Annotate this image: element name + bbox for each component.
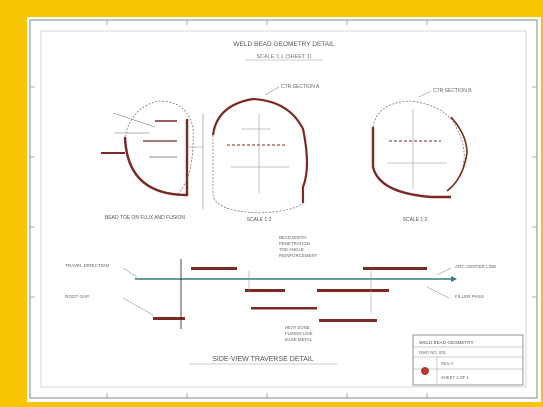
- bottom-title: SIDE-VIEW TRAVERSE DETAIL: [212, 356, 314, 363]
- stack-notes: BEAD WIDTH PENETRATION TOE ANGLE REINFOR…: [279, 235, 318, 258]
- caption-right: SCALE 1:2: [403, 217, 428, 223]
- stack-note: HEAT ZONE: [285, 325, 310, 330]
- zone-ticks: [30, 20, 537, 398]
- right-circle-section: CTR SECTION B: [371, 88, 472, 199]
- title-block-row2: DWG NO. 001: [419, 350, 447, 355]
- company-logo-icon: [421, 367, 429, 375]
- drawing-title: WELD BEAD GEOMETRY DETAIL: [233, 41, 335, 48]
- callout-right-lower: FILLER PASS: [455, 294, 484, 299]
- stack-note: FUSION LINE: [285, 331, 313, 336]
- middle-circle-section: CTR SECTION A: [211, 84, 320, 214]
- stack-note: REINFORCEMENT: [279, 253, 318, 258]
- bead-bars: [153, 267, 427, 322]
- right-circle-callout: CTR SECTION B: [433, 88, 472, 94]
- title-block-row1: WELD BEAD GEOMETRY: [419, 340, 474, 345]
- engineering-drawing: WELD BEAD GEOMETRY DETAIL SCALE 1:1 (SHE…: [29, 19, 538, 399]
- arrow-head-icon: [451, 276, 457, 282]
- callout-left-lower: ROOT GAP: [65, 294, 89, 299]
- callout-right-arrow: ARC CENTER LINE: [455, 264, 496, 269]
- title-block-row3: REV A: [441, 361, 454, 366]
- left-bead-section: [101, 100, 204, 209]
- callout-left-arrow: TRAVEL DIRECTION: [65, 263, 109, 268]
- stack-note: TOE ANGLE: [279, 247, 304, 252]
- stack-notes-lower: HEAT ZONE FUSION LINE BASE METAL: [285, 325, 313, 342]
- title-block-row4: SHEET 1 OF 1: [441, 375, 470, 380]
- drawing-subtitle: SCALE 1:1 (SHEET 1): [256, 54, 311, 60]
- drawing-sheet: WELD BEAD GEOMETRY DETAIL SCALE 1:1 (SHE…: [27, 17, 541, 402]
- stack-note: PENETRATION: [279, 241, 310, 246]
- caption-left: BEAD TOE ON FLUX AND FUSION: [105, 215, 185, 221]
- stack-note: BASE METAL: [285, 337, 313, 342]
- sheet-border: [29, 19, 538, 399]
- inner-border: [40, 30, 527, 388]
- mid-circle-callout: CTR SECTION A: [281, 84, 320, 90]
- title-block: WELD BEAD GEOMETRY DWG NO. 001 REV A SHE…: [412, 334, 524, 386]
- stack-note: BEAD WIDTH: [279, 235, 307, 240]
- caption-scale-left: SCALE 1:2: [247, 217, 272, 223]
